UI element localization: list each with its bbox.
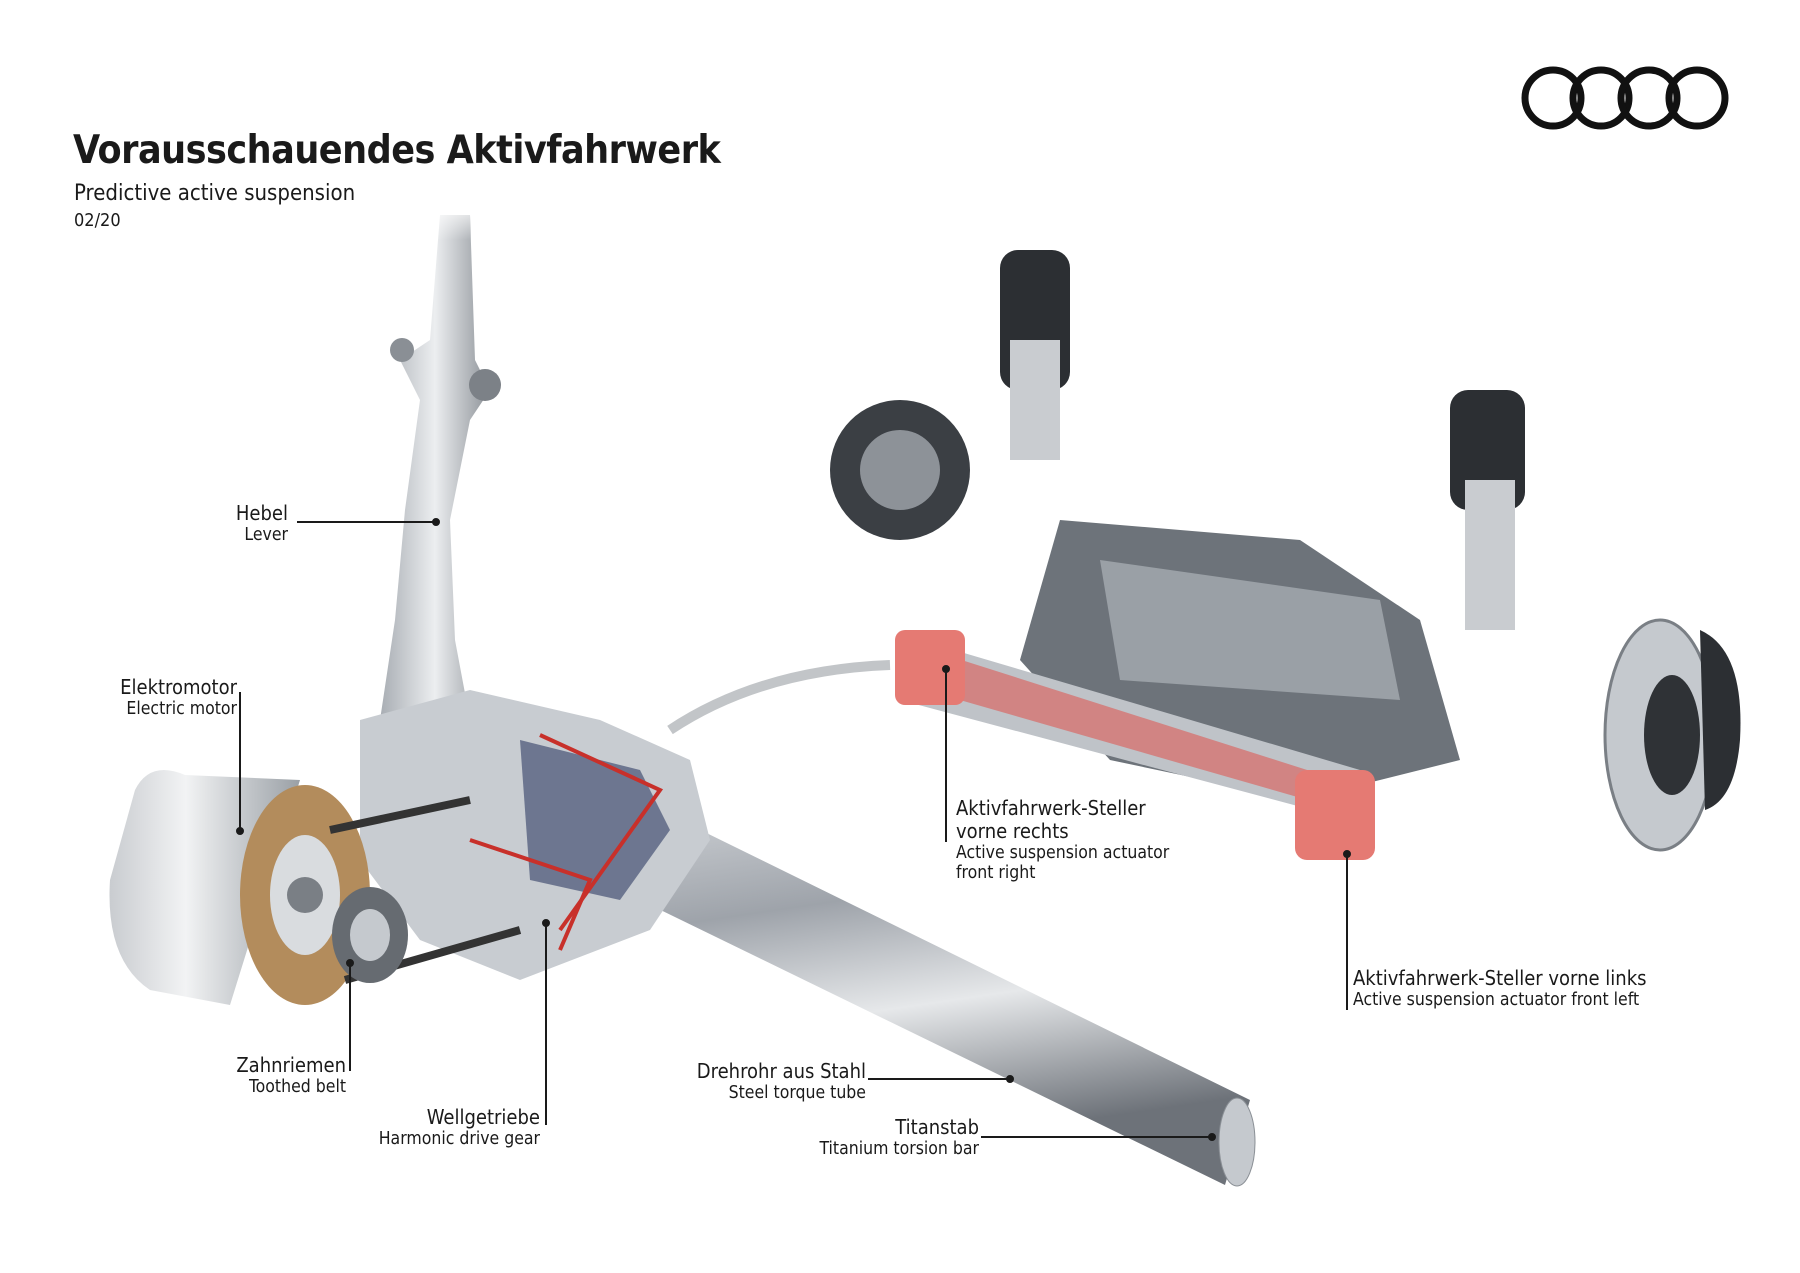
electric-motor-part <box>109 770 522 1005</box>
lever-part <box>380 200 501 720</box>
label-lever: Hebel Lever <box>235 501 288 546</box>
page-title: Vorausschauendes Aktivfahrwerk <box>73 128 721 173</box>
front-axle-part <box>830 250 1741 860</box>
label-actuator-front-left: Aktivfahrwerk-Steller vorne links Active… <box>1353 966 1647 1011</box>
audi-logo <box>1521 66 1729 130</box>
harmonic-drive-part <box>360 690 710 980</box>
label-torsion-bar: Titanstab Titanium torsion bar <box>819 1115 979 1160</box>
label-toothed-belt: Zahnriemen Toothed belt <box>236 1053 346 1098</box>
label-torque-tube: Drehrohr aus Stahl Steel torque tube <box>696 1059 866 1104</box>
label-electric-motor: Elektromotor Electric motor <box>120 675 237 720</box>
page-date: 02/20 <box>74 210 121 231</box>
label-harmonic-drive: Wellgetriebe Harmonic drive gear <box>378 1105 540 1150</box>
leader-lines <box>236 518 1351 1141</box>
label-actuator-front-right: Aktivfahrwerk-Steller vorne rechts Activ… <box>956 796 1170 884</box>
connector-swoosh <box>667 660 891 735</box>
page-subtitle: Predictive active suspension <box>74 181 356 206</box>
